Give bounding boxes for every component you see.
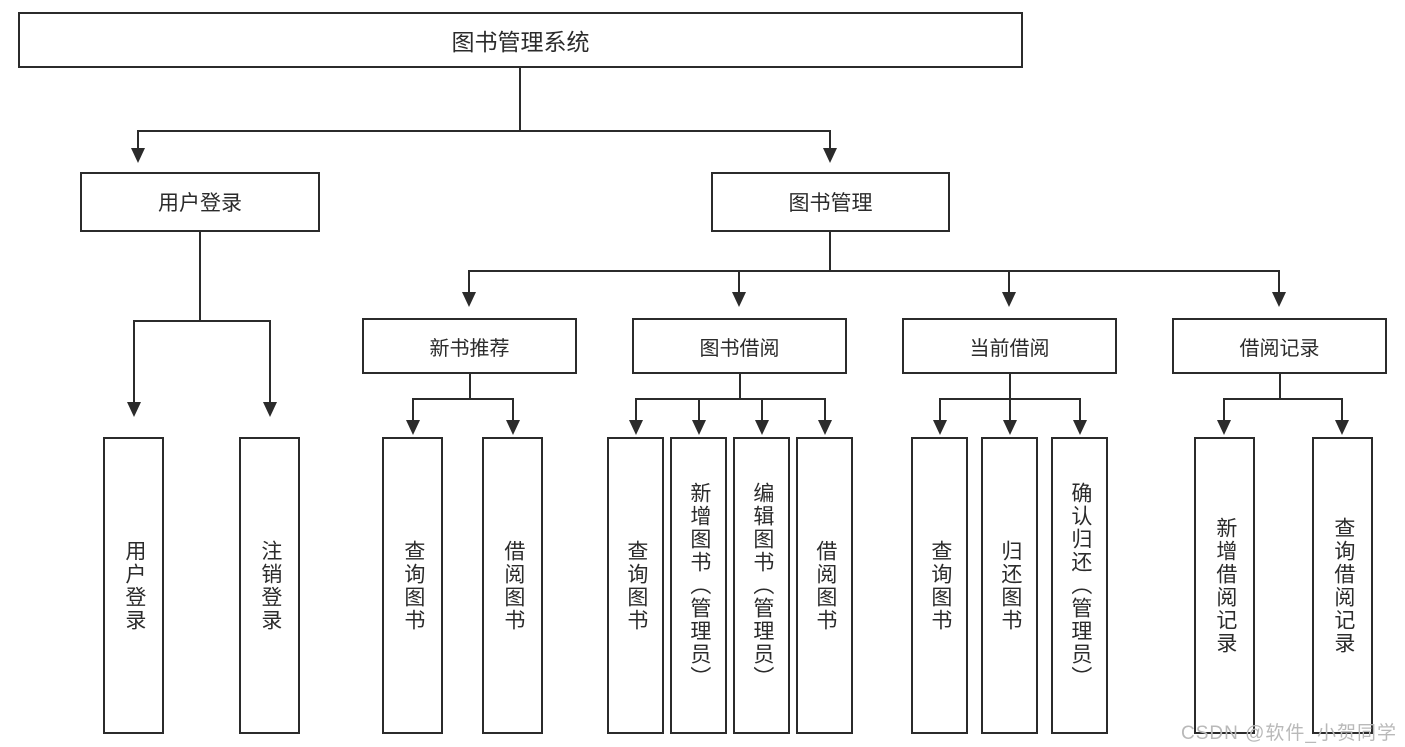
connector-borrow-trunk (739, 374, 741, 400)
leaf-label: 归还图书 (998, 539, 1022, 632)
connector-level2-drop-3 (1008, 270, 1010, 294)
arrowhead-borrow-leaf-1 (629, 420, 643, 435)
node-label: 用户登录 (158, 192, 242, 215)
arrowhead-user-login (131, 148, 145, 163)
leaf-label: 查询图书 (401, 539, 425, 632)
connector-recommend-trunk (469, 374, 471, 400)
watermark-text: CSDN @软件_小贺同学 (1181, 723, 1397, 744)
node-book-borrow[interactable]: 图书借阅 (632, 318, 847, 374)
leaf-logout[interactable]: 注销登录 (239, 437, 300, 734)
arrowhead-book-borrow (732, 292, 746, 307)
node-borrow-record[interactable]: 借阅记录 (1172, 318, 1387, 374)
connector-user-login-drop-2 (269, 320, 271, 404)
leaf-label: 注销登录 (258, 539, 282, 632)
node-label: 新书推荐 (429, 337, 510, 360)
connector-record-bus (1223, 398, 1343, 400)
node-book-management[interactable]: 图书管理 (711, 172, 950, 232)
connector-level1-bus (137, 130, 831, 132)
arrowhead-record-leaf-2 (1335, 420, 1349, 435)
connector-level2-bus (468, 270, 1280, 272)
connector-level1-drop-right (829, 130, 831, 150)
arrowhead-record-leaf-1 (1217, 420, 1231, 435)
arrowhead-borrow-leaf-3 (755, 420, 769, 435)
leaf-label: 借阅图书 (813, 539, 837, 632)
leaf-borrow-query-book[interactable]: 查询图书 (607, 437, 664, 734)
leaf-label: 查询借阅记录 (1331, 516, 1355, 655)
leaf-record-query-record[interactable]: 查询借阅记录 (1312, 437, 1373, 734)
arrowhead-borrow-record (1272, 292, 1286, 307)
node-label: 借阅记录 (1239, 337, 1320, 360)
connector-level2-drop-1 (468, 270, 470, 294)
arrowhead-borrow-leaf-4 (818, 420, 832, 435)
connector-level1-drop-left (137, 130, 139, 150)
connector-book-management-trunk (829, 232, 831, 272)
node-root-system[interactable]: 图书管理系统 (18, 12, 1023, 68)
connector-level2-drop-2 (738, 270, 740, 294)
leaf-record-add-record[interactable]: 新增借阅记录 (1194, 437, 1255, 734)
arrowhead-recommend-leaf-1 (406, 420, 420, 435)
connector-current-drop-1 (939, 398, 941, 422)
connector-recommend-bus (412, 398, 514, 400)
connector-user-login-drop-1 (133, 320, 135, 404)
leaf-label: 确认归还（管理员） (1068, 482, 1092, 689)
connector-level2-drop-4 (1278, 270, 1280, 294)
connector-recommend-drop-1 (412, 398, 414, 422)
arrowhead-recommend-leaf-2 (506, 420, 520, 435)
leaf-borrow-add-book[interactable]: 新增图书（管理员） (670, 437, 727, 734)
leaf-user-login[interactable]: 用户登录 (103, 437, 164, 734)
arrowhead-leaf-logout (263, 402, 277, 417)
node-new-book-recommend[interactable]: 新书推荐 (362, 318, 577, 374)
leaf-borrow-borrow-book[interactable]: 借阅图书 (796, 437, 853, 734)
arrowhead-book-manage (823, 148, 837, 163)
connector-borrow-bus (635, 398, 826, 400)
leaf-label: 新增借阅记录 (1213, 516, 1237, 655)
leaf-current-confirm-return[interactable]: 确认归还（管理员） (1051, 437, 1108, 734)
leaf-current-query-book[interactable]: 查询图书 (911, 437, 968, 734)
connector-record-trunk (1279, 374, 1281, 400)
node-label: 图书借阅 (699, 337, 780, 360)
connector-recommend-drop-2 (512, 398, 514, 422)
arrowhead-current-leaf-1 (933, 420, 947, 435)
leaf-label: 用户登录 (122, 539, 146, 632)
node-current-borrow[interactable]: 当前借阅 (902, 318, 1117, 374)
leaf-label: 查询图书 (928, 539, 952, 632)
arrowhead-current-borrow (1002, 292, 1016, 307)
leaf-recommend-query-book[interactable]: 查询图书 (382, 437, 443, 734)
arrowhead-borrow-leaf-2 (692, 420, 706, 435)
connector-root-trunk (519, 68, 521, 130)
leaf-borrow-edit-book[interactable]: 编辑图书（管理员） (733, 437, 790, 734)
connector-user-login-trunk (199, 232, 201, 322)
connector-user-login-bus (133, 320, 269, 322)
leaf-recommend-borrow-book[interactable]: 借阅图书 (482, 437, 543, 734)
connector-current-drop-2 (1009, 398, 1011, 422)
connector-borrow-drop-2 (698, 398, 700, 422)
leaf-label: 查询图书 (624, 539, 648, 632)
leaf-current-return-book[interactable]: 归还图书 (981, 437, 1038, 734)
node-user-login[interactable]: 用户登录 (80, 172, 320, 232)
connector-borrow-drop-3 (761, 398, 763, 422)
connector-current-drop-3 (1079, 398, 1081, 422)
connector-record-drop-1 (1223, 398, 1225, 422)
connector-borrow-drop-4 (824, 398, 826, 422)
connector-borrow-drop-1 (635, 398, 637, 422)
arrowhead-leaf-user-login (127, 402, 141, 417)
connector-current-trunk (1009, 374, 1011, 400)
node-label: 图书管理系统 (451, 29, 590, 55)
arrowhead-current-leaf-3 (1073, 420, 1087, 435)
leaf-label: 借阅图书 (501, 539, 525, 632)
arrowhead-new-book-recommend (462, 292, 476, 307)
leaf-label: 编辑图书（管理员） (750, 482, 774, 689)
node-label: 图书管理 (788, 192, 873, 215)
node-label: 当前借阅 (969, 337, 1050, 360)
connector-record-drop-2 (1341, 398, 1343, 422)
leaf-label: 新增图书（管理员） (687, 482, 711, 689)
arrowhead-current-leaf-2 (1003, 420, 1017, 435)
